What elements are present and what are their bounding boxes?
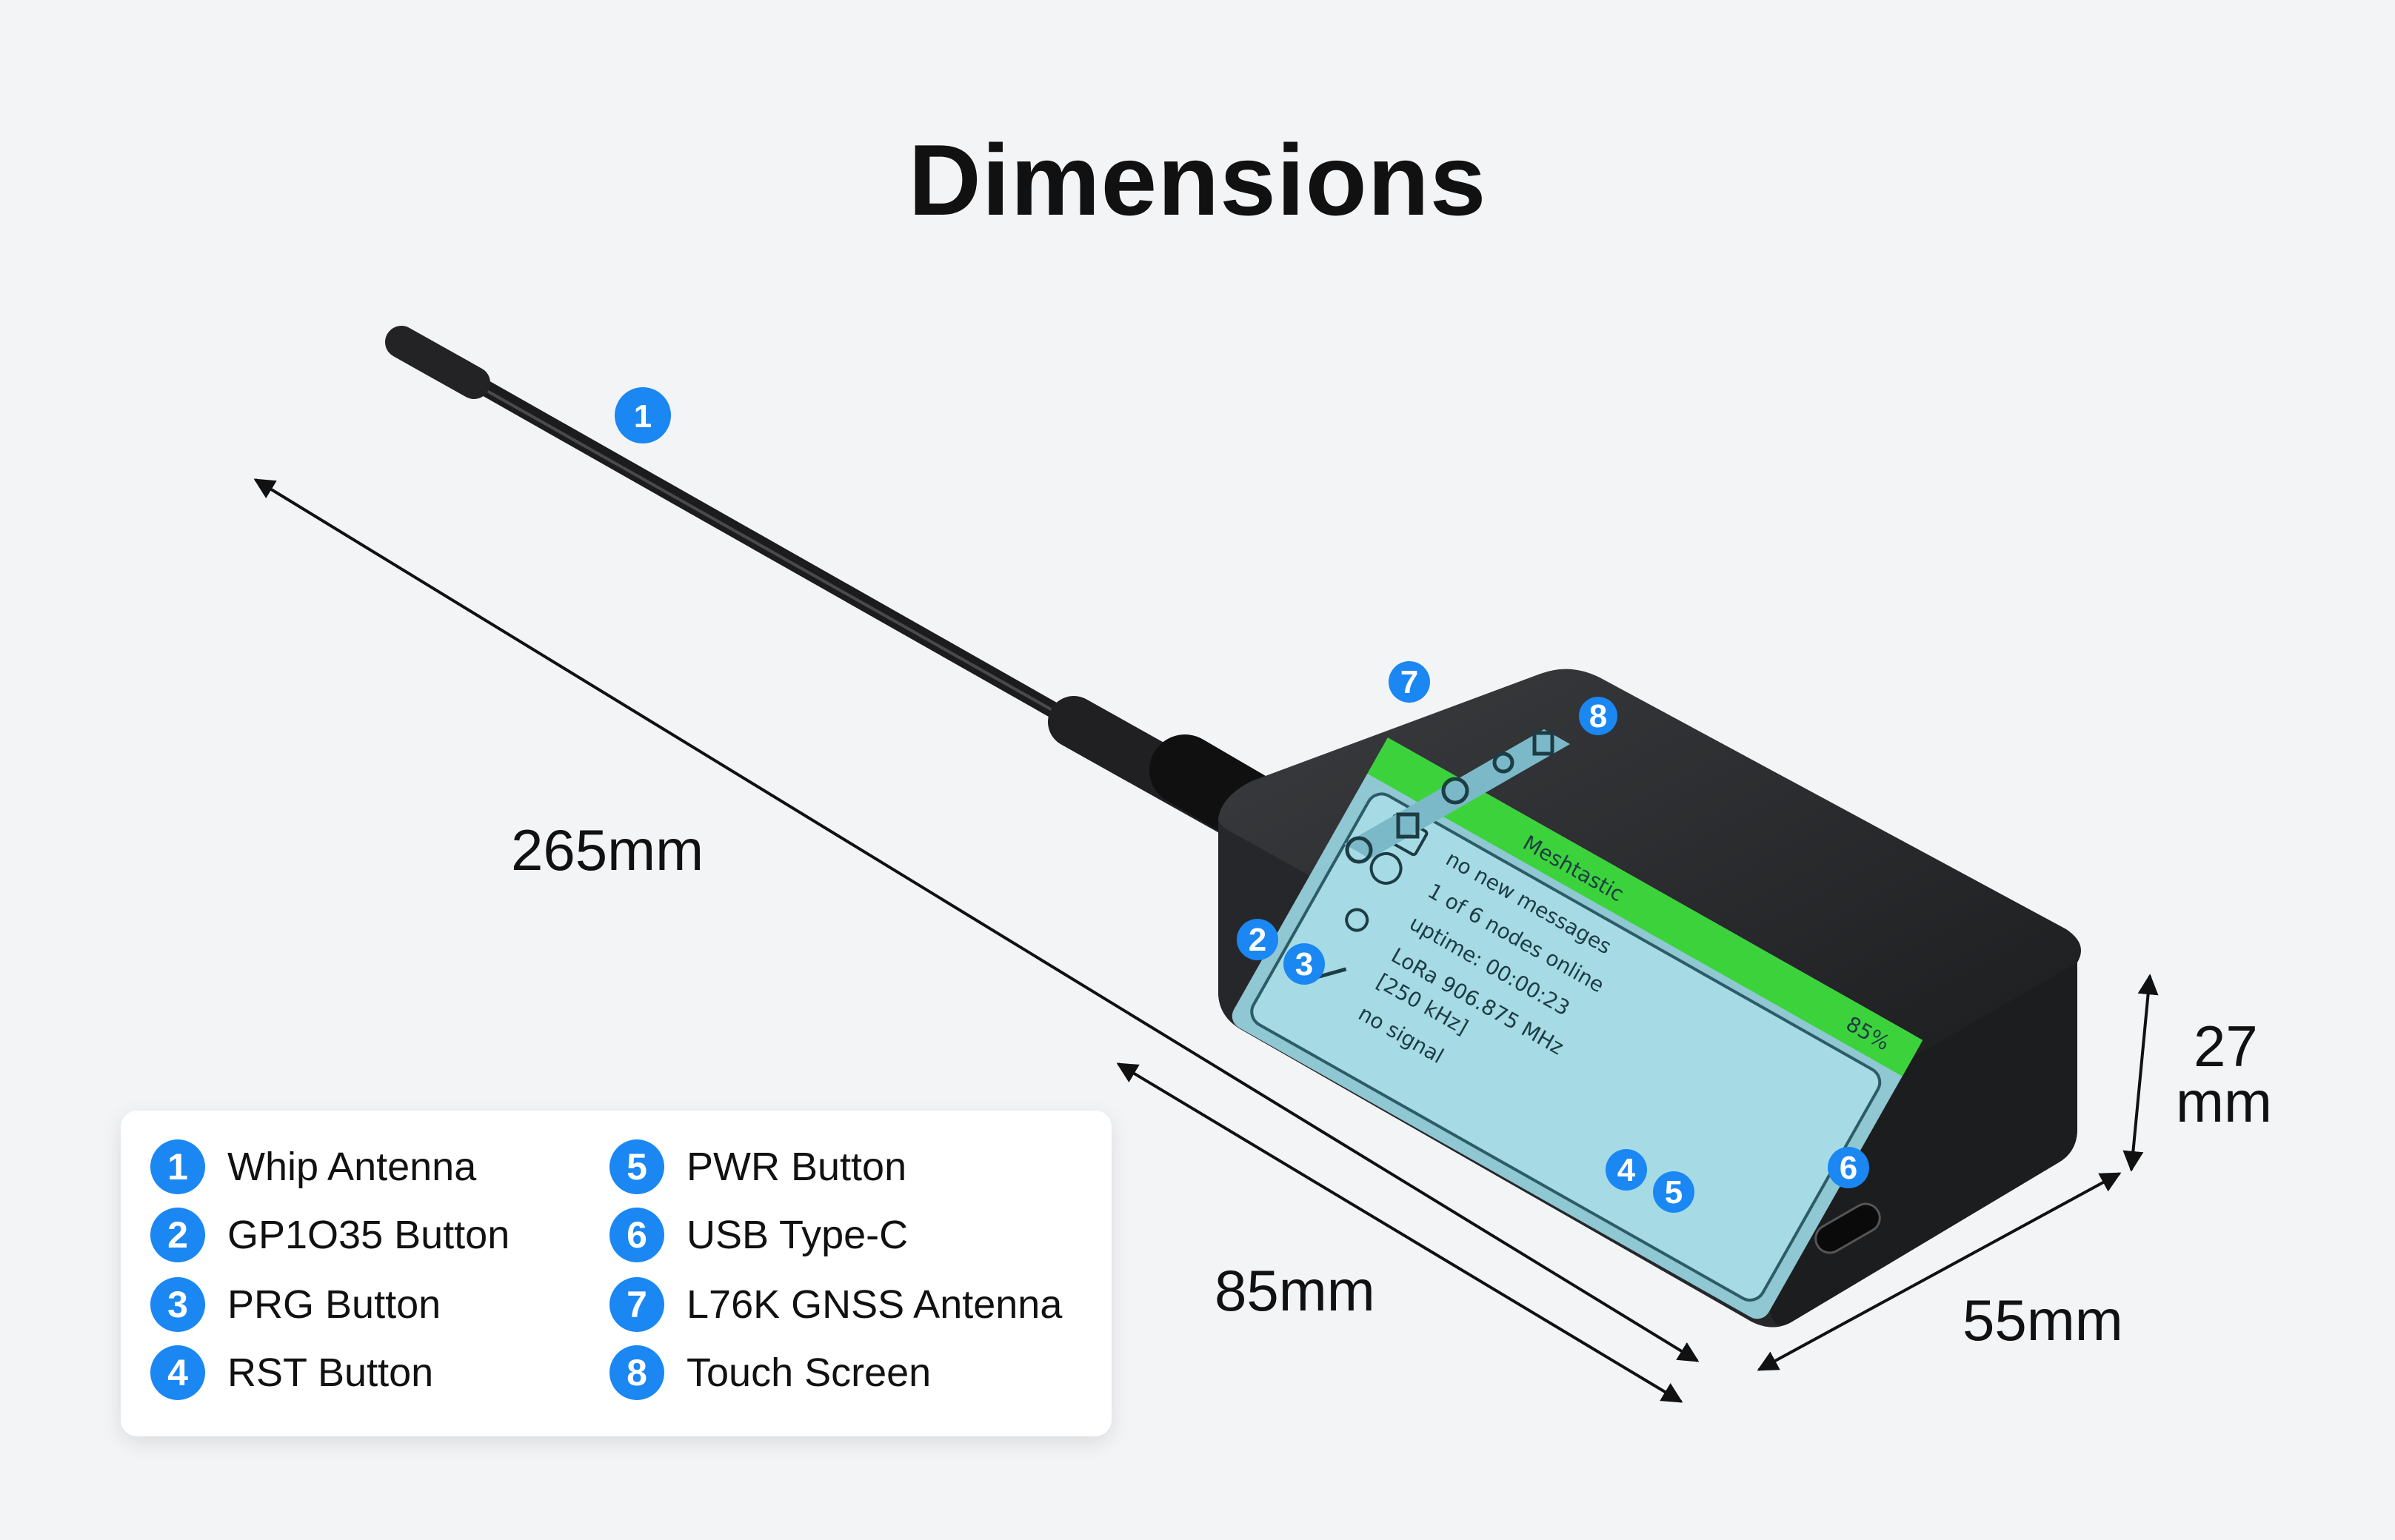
home-icon: [1345, 836, 1373, 864]
legend-label: RST Button: [227, 1350, 434, 1395]
nodes-icon: [1492, 751, 1514, 774]
legend-badge: 4: [150, 1345, 205, 1400]
legend-badge: 7: [609, 1277, 664, 1332]
clock-icon: [1369, 851, 1403, 885]
legend-badge: 5: [609, 1139, 664, 1194]
svg-text:7: 7: [1400, 664, 1418, 700]
legend-item-4: 4 RST Button: [150, 1343, 433, 1402]
legend-item-2: 2 GP1O35 Button: [150, 1205, 510, 1265]
depth-dimension-line: [1757, 1172, 2122, 1371]
callout-badge-7: 7: [1389, 661, 1430, 703]
touch-screen: Meshtastic 85% no new messages 1 of 6 no…: [1232, 737, 1923, 1319]
callout-badge-5: 5: [1653, 1171, 1694, 1213]
legend-item-5: 5 PWR Button: [609, 1137, 906, 1196]
legend-label: Whip Antenna: [227, 1145, 477, 1189]
height-unit-label: mm: [2176, 1069, 2272, 1134]
page-title: Dimensions: [908, 124, 1487, 236]
height-value-label: 27: [2194, 1014, 2258, 1079]
legend-label: PWR Button: [687, 1145, 907, 1189]
svg-text:6: 6: [1840, 1150, 1857, 1186]
legend-label: PRG Button: [227, 1282, 441, 1327]
svg-text:4: 4: [1617, 1152, 1636, 1188]
legend-label: GP1O35 Button: [227, 1213, 510, 1257]
legend-item-3: 3 PRG Button: [150, 1275, 441, 1334]
screen-header: [1367, 737, 1923, 1077]
legend-badge: 6: [609, 1208, 664, 1262]
legend-badge: 2: [150, 1208, 205, 1262]
width-label: 85mm: [1215, 1258, 1375, 1323]
search-icon: [1441, 777, 1469, 805]
callout-badge-3: 3: [1283, 943, 1325, 985]
legend-label: L76K GNSS Antenna: [687, 1282, 1063, 1327]
svg-text:3: 3: [1295, 946, 1313, 982]
settings-icon: [1532, 731, 1554, 756]
svg-text:2: 2: [1249, 922, 1266, 958]
callout-badge-6: 6: [1828, 1147, 1869, 1188]
width-dimension-line: [1116, 1062, 1683, 1403]
whip-antenna: [385, 326, 1309, 857]
legend-item-6: 6 USB Type-C: [609, 1205, 908, 1265]
legend-label: Touch Screen: [687, 1350, 932, 1395]
callout-badge-4: 4: [1606, 1149, 1647, 1191]
callout-badge-2: 2: [1237, 919, 1278, 960]
legend-item-7: 7 L76K GNSS Antenna: [609, 1275, 1062, 1334]
svg-text:1: 1: [634, 398, 652, 435]
svg-text:8: 8: [1589, 698, 1607, 734]
legend-label: USB Type-C: [687, 1213, 909, 1257]
legend-item-8: 8 Touch Screen: [609, 1343, 931, 1402]
legend-item-1: 1 Whip Antenna: [150, 1137, 476, 1196]
map-icon: [1396, 812, 1420, 839]
screen-menu-bar: [1344, 729, 1570, 864]
callout-badge-8: 8: [1579, 697, 1617, 735]
usb-c-port: [1814, 1202, 1881, 1254]
wifi-icon: [1345, 908, 1369, 932]
legend-card: 1 Whip Antenna 2 GP1O35 Button 3 PRG But…: [121, 1111, 1112, 1436]
height-dimension-line: [2122, 974, 2159, 1172]
legend-badge: 3: [150, 1277, 205, 1332]
length-label: 265mm: [511, 817, 704, 883]
callout-badge-1: 1: [615, 387, 671, 443]
depth-label: 55mm: [1963, 1288, 2123, 1353]
legend-badge: 1: [150, 1139, 205, 1194]
legend-badge: 8: [609, 1345, 664, 1400]
svg-text:5: 5: [1665, 1174, 1683, 1211]
